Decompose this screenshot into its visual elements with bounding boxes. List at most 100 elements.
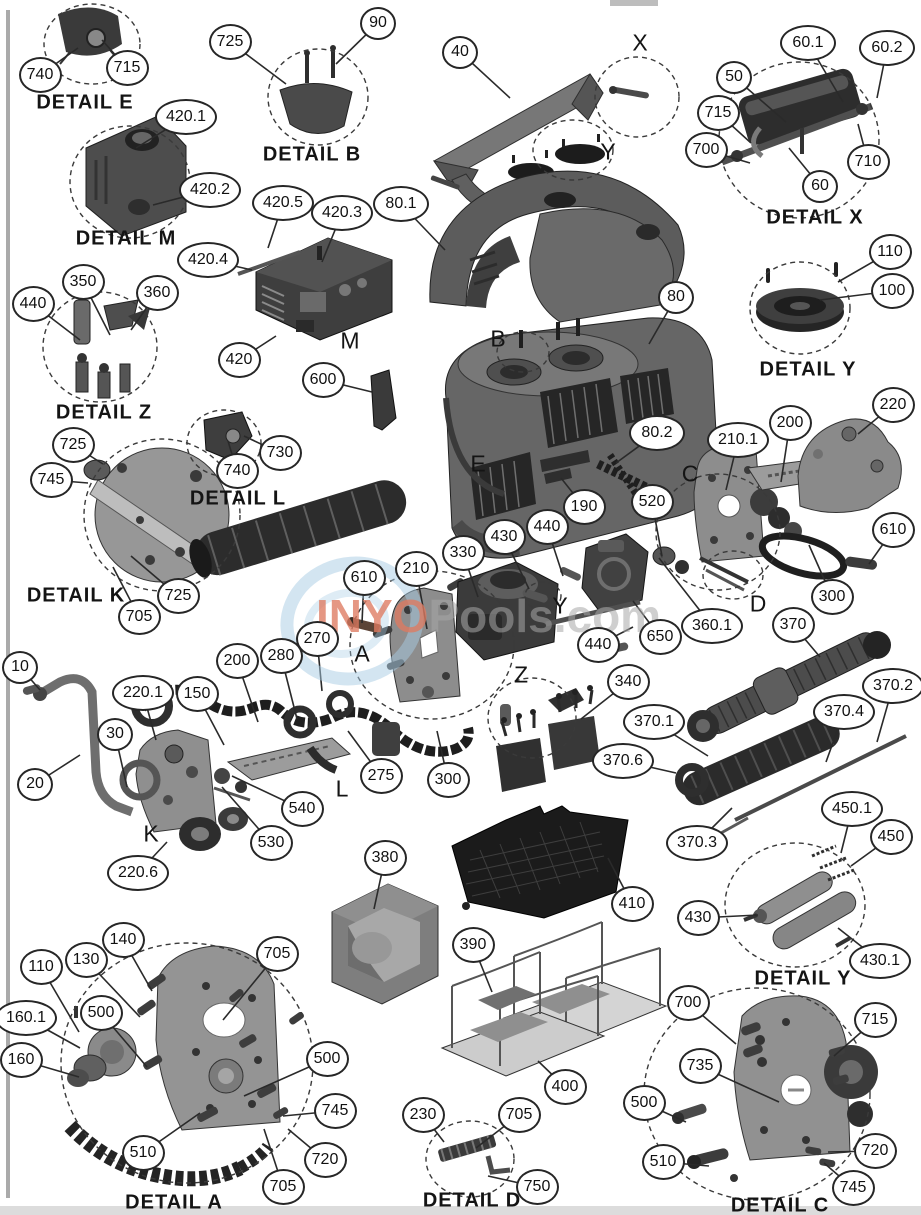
callout-110: 110 bbox=[868, 234, 912, 270]
detail-label-detail-d: DETAIL D bbox=[422, 1189, 522, 1212]
callout-60.2: 60.2 bbox=[859, 30, 915, 66]
callout-715: 715 bbox=[105, 50, 149, 86]
callout-330: 330 bbox=[441, 535, 485, 571]
callout-705: 705 bbox=[255, 936, 299, 972]
part-gearbox-right bbox=[652, 418, 902, 592]
callout-200: 200 bbox=[215, 643, 259, 679]
callout-360: 360 bbox=[135, 275, 179, 311]
detail-label-detail-a: DETAIL A bbox=[125, 1191, 223, 1214]
section-letter-b: B bbox=[490, 325, 506, 352]
detail-ring bbox=[655, 473, 781, 591]
section-letter-z: Z bbox=[513, 661, 529, 688]
callout-230: 230 bbox=[401, 1097, 445, 1133]
callout-430: 430 bbox=[482, 519, 526, 555]
detail-label-detail-z: DETAIL Z bbox=[55, 401, 153, 424]
detail-ring bbox=[43, 3, 141, 85]
callout-430.1: 430.1 bbox=[849, 943, 911, 979]
callout-20: 20 bbox=[17, 767, 53, 801]
callout-220: 220 bbox=[871, 387, 915, 423]
callout-705: 705 bbox=[497, 1097, 541, 1133]
callout-140: 140 bbox=[101, 922, 145, 958]
part-grip bbox=[370, 369, 397, 431]
part-float-tubes bbox=[743, 844, 857, 950]
scan-edge-top bbox=[610, 0, 658, 6]
callout-715: 715 bbox=[853, 1002, 897, 1038]
callout-370.2: 370.2 bbox=[862, 668, 921, 704]
part-channel-weight bbox=[331, 883, 439, 1005]
callout-10: 10 bbox=[2, 650, 38, 684]
callout-80.2: 80.2 bbox=[629, 415, 685, 451]
callout-510: 510 bbox=[121, 1135, 165, 1171]
part-detail-m-housing bbox=[85, 115, 187, 237]
detail-label-detail-k: DETAIL K bbox=[26, 584, 126, 607]
callout-190: 190 bbox=[562, 489, 606, 525]
callout-350: 350 bbox=[61, 264, 105, 300]
callout-90: 90 bbox=[360, 6, 396, 40]
callout-500: 500 bbox=[305, 1041, 349, 1077]
callout-370.1: 370.1 bbox=[623, 704, 685, 740]
callout-410: 410 bbox=[610, 886, 654, 922]
callout-390: 390 bbox=[451, 927, 495, 963]
callout-540: 540 bbox=[280, 791, 324, 827]
part-detail-x-track bbox=[720, 68, 874, 166]
part-detail-d-rack bbox=[438, 1134, 511, 1175]
callout-300: 300 bbox=[426, 762, 470, 798]
callout-210.1: 210.1 bbox=[707, 422, 769, 458]
detail-ring bbox=[487, 677, 577, 759]
part-basket-frames bbox=[440, 921, 668, 1077]
detail-label-detail-l: DETAIL L bbox=[189, 487, 287, 510]
callout-700: 700 bbox=[666, 985, 710, 1021]
section-letter-m: M bbox=[340, 327, 360, 354]
callout-740: 740 bbox=[215, 453, 259, 489]
callout-420.1: 420.1 bbox=[155, 99, 217, 135]
callout-370.4: 370.4 bbox=[813, 694, 875, 730]
callout-280: 280 bbox=[259, 638, 303, 674]
callout-700: 700 bbox=[684, 132, 728, 168]
callout-360.1: 360.1 bbox=[681, 608, 743, 644]
callout-420.5: 420.5 bbox=[252, 185, 314, 221]
part-roller-tube-assembly bbox=[675, 631, 907, 840]
detail-ring bbox=[496, 331, 550, 373]
callout-400: 400 bbox=[543, 1069, 587, 1105]
callout-735: 735 bbox=[678, 1048, 722, 1084]
callout-440: 440 bbox=[576, 627, 620, 663]
callout-40: 40 bbox=[442, 35, 478, 69]
detail-ring bbox=[425, 1120, 515, 1198]
callout-730: 730 bbox=[258, 435, 302, 471]
callout-725: 725 bbox=[156, 578, 200, 614]
callout-420: 420 bbox=[217, 342, 261, 378]
callout-130: 130 bbox=[64, 942, 108, 978]
callout-210: 210 bbox=[394, 551, 438, 587]
detail-label-detail-y: DETAIL Y bbox=[754, 967, 852, 990]
callout-750: 750 bbox=[515, 1169, 559, 1205]
callout-440: 440 bbox=[525, 509, 569, 545]
callout-420.2: 420.2 bbox=[179, 172, 241, 208]
part-side-plate-assembly bbox=[119, 729, 352, 851]
part-valve-cluster bbox=[496, 685, 600, 792]
callout-710: 710 bbox=[846, 144, 890, 180]
callout-430: 430 bbox=[676, 900, 720, 936]
callout-370: 370 bbox=[771, 607, 815, 643]
callout-60: 60 bbox=[802, 169, 838, 203]
callout-370.6: 370.6 bbox=[592, 743, 654, 779]
detail-label-detail-b: DETAIL B bbox=[262, 143, 362, 166]
part-vent-slats bbox=[540, 450, 590, 484]
callout-300: 300 bbox=[810, 579, 854, 615]
part-detail-l-bracket bbox=[203, 411, 253, 461]
callout-100: 100 bbox=[870, 273, 914, 309]
scan-edge-left bbox=[6, 10, 10, 1198]
callout-720: 720 bbox=[303, 1142, 347, 1178]
detail-ring bbox=[349, 570, 515, 720]
detail-ring bbox=[749, 261, 851, 355]
callout-150: 150 bbox=[175, 676, 219, 712]
section-letter-e: E bbox=[470, 450, 486, 477]
part-power-supply bbox=[237, 237, 393, 341]
callout-720: 720 bbox=[853, 1133, 897, 1169]
callout-110: 110 bbox=[19, 949, 63, 985]
callout-725: 725 bbox=[208, 24, 252, 60]
detail-ring bbox=[702, 550, 764, 600]
callout-600: 600 bbox=[301, 362, 345, 398]
